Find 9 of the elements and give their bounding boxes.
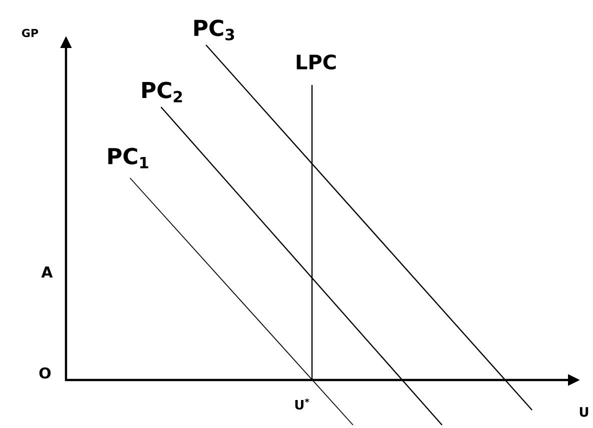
axis-label: U [580,407,588,417]
axis-label: A [41,266,53,278]
axis-label: U$^{*}$ [295,398,310,410]
axis-label: GP [22,28,38,38]
curve-label: PC$_{2}$ [142,82,182,102]
curve-label: PC$_{1}$ [108,148,148,168]
curve-label: PC$_{3}$ [194,20,234,40]
axis-label: O [39,367,51,379]
curve-label: LPC [296,54,336,70]
